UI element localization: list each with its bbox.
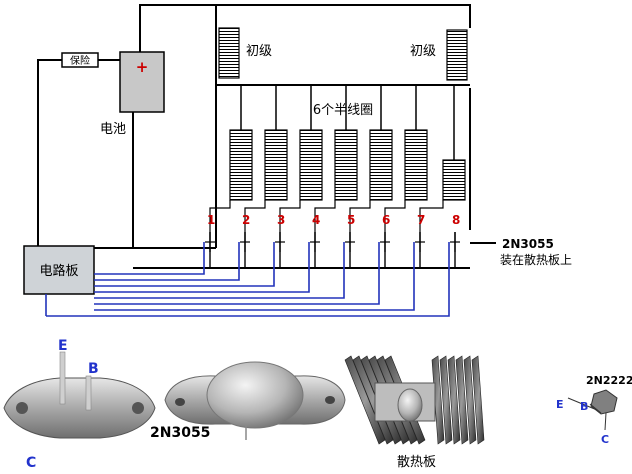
half-coils-label: 6个半线圈 bbox=[313, 103, 373, 118]
fuse-label: 保险 bbox=[70, 54, 90, 67]
transistor-symbol bbox=[380, 232, 390, 268]
primary-label-left: 初级 bbox=[246, 44, 272, 59]
coil-section: 1 2 3 4 5 6 7 8 bbox=[205, 85, 466, 268]
transistor-symbol bbox=[450, 232, 460, 268]
photo-2n3055-label: 2N3055 bbox=[150, 425, 210, 441]
heatsink-fin bbox=[455, 355, 469, 445]
drive-wire bbox=[94, 242, 310, 293]
transistor-symbol bbox=[205, 232, 215, 268]
mounting-hole-left bbox=[16, 402, 28, 414]
lead-e bbox=[567, 397, 598, 411]
half-coil bbox=[229, 129, 253, 201]
coil-number: 5 bbox=[347, 213, 355, 227]
drive-wire bbox=[94, 242, 380, 305]
half-coil bbox=[264, 129, 288, 201]
coil-number: 2 bbox=[242, 213, 250, 227]
drive-wire bbox=[94, 242, 205, 275]
coil-to-collector-wire bbox=[279, 200, 301, 232]
transistor-note-mount: 装在散热板上 bbox=[500, 252, 572, 267]
heatsink-fin bbox=[463, 355, 477, 445]
small-pin-c-letter: C bbox=[601, 433, 609, 446]
heatsink-photo bbox=[344, 355, 485, 445]
coil-to-collector-wire bbox=[209, 200, 231, 232]
half-coil bbox=[299, 129, 323, 201]
coil-to-collector-wire bbox=[244, 200, 266, 232]
to3-cap bbox=[206, 361, 304, 429]
transistor-photo-top bbox=[164, 361, 346, 440]
pin-e bbox=[59, 351, 66, 405]
drive-wire bbox=[94, 242, 240, 281]
coil-number: 3 bbox=[277, 213, 285, 227]
heatsink-fin bbox=[344, 355, 386, 445]
half-coil bbox=[404, 129, 428, 201]
battery-plus-sign: + bbox=[136, 58, 149, 76]
coil-number: 1 bbox=[207, 213, 215, 227]
mounted-transistor bbox=[397, 388, 423, 422]
transistor-symbol bbox=[310, 232, 320, 268]
small-pin-e-letter: E bbox=[556, 398, 564, 411]
small-pin-b-letter: B bbox=[580, 400, 588, 413]
battery-negative-wire bbox=[132, 112, 216, 249]
pin-b-letter: B bbox=[88, 361, 99, 377]
coil-to-collector-wire bbox=[419, 200, 444, 232]
circuit-board-label: 电路板 bbox=[39, 263, 78, 279]
to92-body bbox=[590, 389, 618, 415]
battery-label: 电池 bbox=[100, 122, 126, 137]
transistor-note-model: 2N3055 bbox=[502, 237, 554, 251]
board-to-fuse-wire bbox=[37, 59, 62, 248]
primary-label-right: 初级 bbox=[410, 44, 436, 59]
coil-to-collector-wire bbox=[384, 200, 406, 232]
half-coil bbox=[442, 159, 466, 201]
heatsink-fin bbox=[447, 355, 461, 445]
half-coil bbox=[334, 129, 358, 201]
lead-c bbox=[604, 412, 607, 431]
primary-coil-right bbox=[446, 29, 468, 81]
coil-to-collector-wire bbox=[314, 200, 336, 232]
battery bbox=[119, 51, 165, 113]
to3-case-back bbox=[3, 377, 156, 439]
lead-b bbox=[589, 403, 602, 414]
circuit-board bbox=[23, 245, 95, 295]
primary-coil-left bbox=[218, 27, 240, 79]
small-transistor-label: 2N2222 bbox=[586, 374, 632, 387]
drive-wire bbox=[94, 242, 275, 287]
coil-number: 7 bbox=[417, 213, 425, 227]
flange-hole-right bbox=[325, 396, 335, 404]
transistor-symbol bbox=[345, 232, 355, 268]
small-transistor: 2N2222 E B C bbox=[556, 374, 632, 446]
pin-c-letter: C bbox=[26, 455, 36, 471]
transistor-photo-pins: E B C bbox=[3, 338, 156, 471]
pin-b bbox=[85, 375, 92, 411]
drive-wire bbox=[46, 242, 450, 317]
coil-number: 8 bbox=[452, 213, 460, 227]
heatsink-fin bbox=[439, 355, 453, 445]
transistor-symbol bbox=[275, 232, 285, 268]
coil-number: 6 bbox=[382, 213, 390, 227]
top-rail-wire bbox=[139, 4, 471, 52]
coil-number: 4 bbox=[312, 213, 320, 227]
transistor-symbol bbox=[415, 232, 425, 268]
fuse bbox=[61, 52, 99, 68]
drive-wire bbox=[94, 242, 415, 311]
heatsink-label: 散热板 bbox=[397, 455, 436, 470]
heatsink-fin bbox=[431, 355, 445, 445]
half-coil bbox=[369, 129, 393, 201]
heatsink-fin bbox=[471, 355, 485, 445]
flange-hole-left bbox=[175, 398, 185, 406]
pin-e-letter: E bbox=[58, 338, 68, 354]
mounting-hole-right bbox=[132, 402, 144, 414]
coil-to-collector-wire bbox=[349, 200, 371, 232]
drive-wire bbox=[94, 242, 345, 299]
transistor-symbol bbox=[240, 232, 250, 268]
blue-drive-wires bbox=[45, 242, 450, 317]
